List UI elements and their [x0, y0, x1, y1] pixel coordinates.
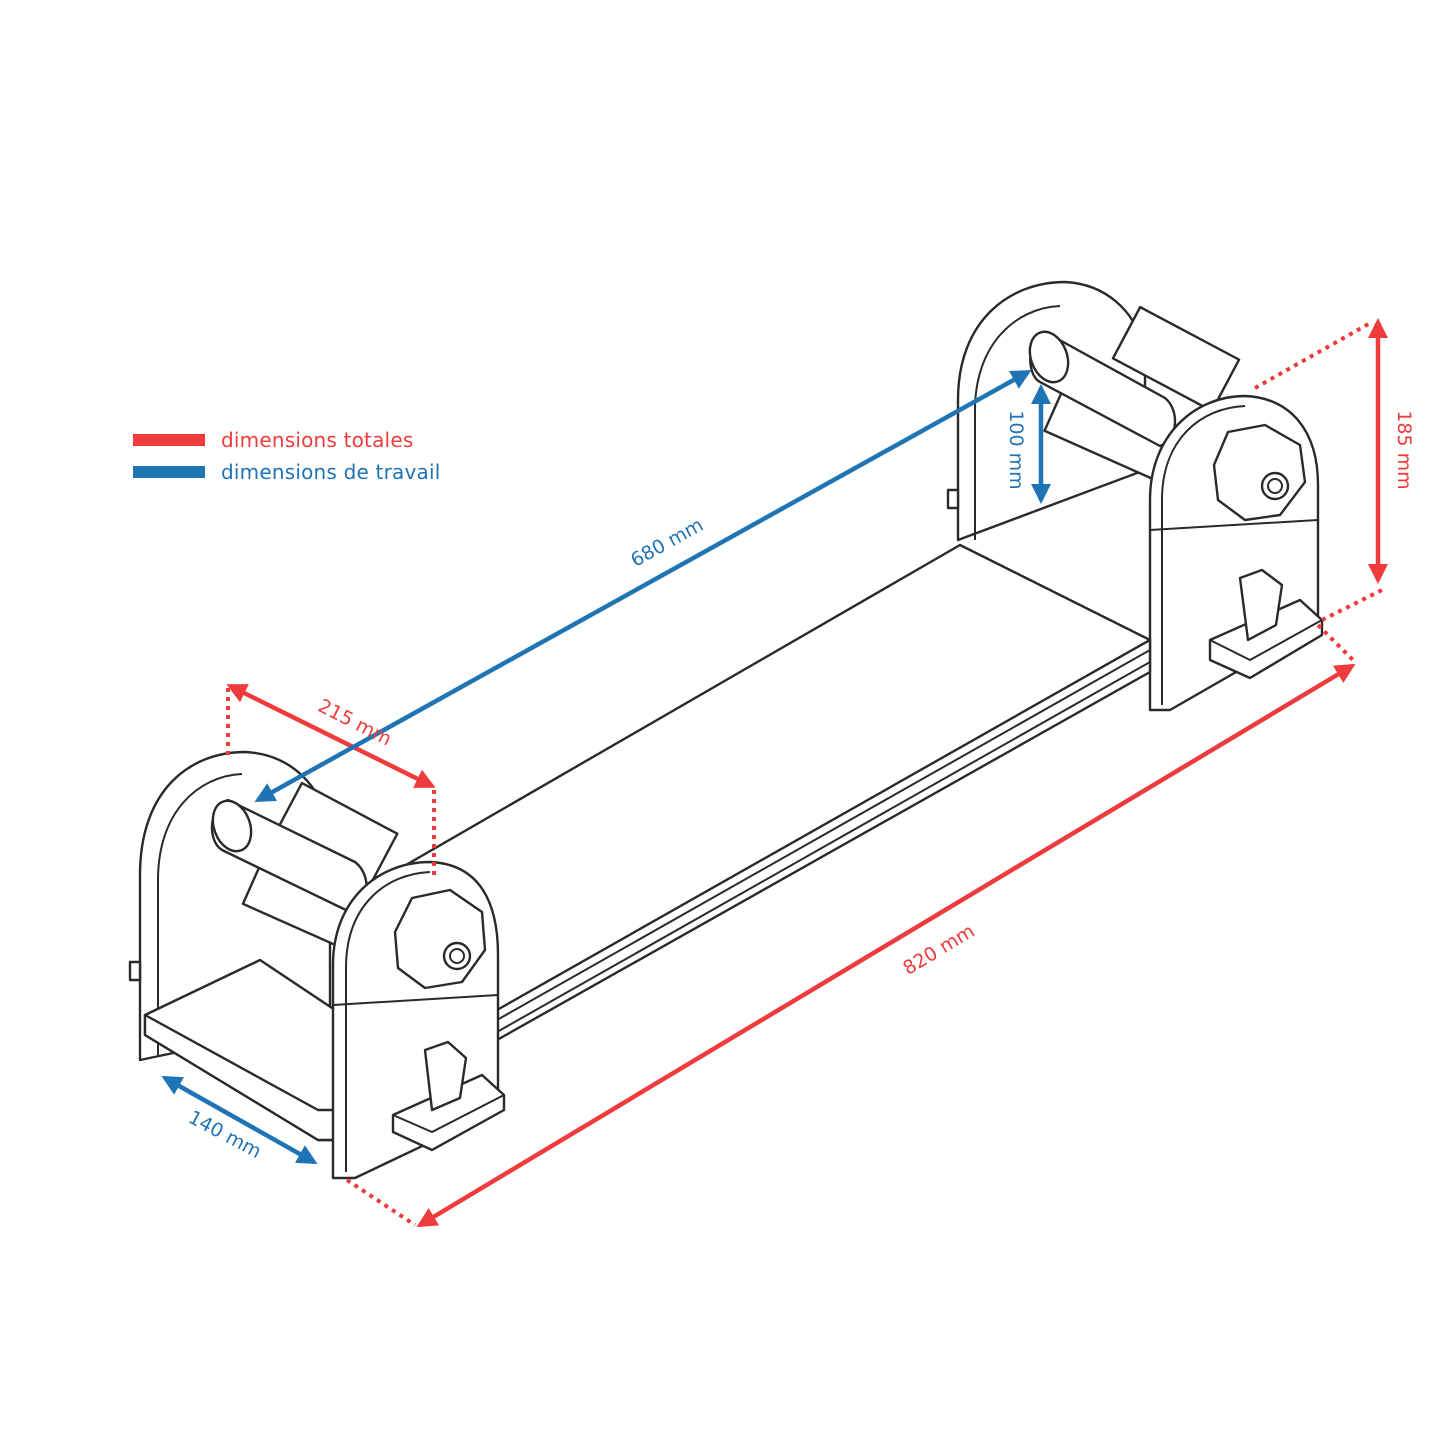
far-wedge	[1238, 568, 1284, 642]
legend-swatch-working	[133, 466, 205, 478]
near-roller-end	[211, 799, 253, 853]
dim-185-extension-bottom	[1321, 588, 1383, 622]
dim-label-215: 215 mm	[314, 695, 395, 751]
dim-label-680: 680 mm	[627, 514, 707, 572]
far-clamp-bar-upper	[1111, 305, 1241, 413]
far-roller-end	[1028, 330, 1070, 384]
dim-140-arrow	[161, 1076, 318, 1164]
dimension-lines-working	[161, 370, 1052, 1164]
near-end-assembly	[128, 750, 506, 1180]
dim-820-extension-near	[345, 1178, 417, 1227]
far-bolt	[1260, 471, 1290, 501]
dim-label-185: 185 mm	[1393, 410, 1415, 489]
near-tab-small	[128, 960, 142, 982]
far-tab-small	[946, 488, 960, 510]
far-foot	[1208, 598, 1324, 680]
near-bolt	[442, 941, 472, 971]
dim-820-extension-far	[1316, 623, 1357, 664]
dim-label-100: 100 mm	[1005, 410, 1027, 489]
dim-820-arrow	[416, 663, 1356, 1228]
dim-label-140: 140 mm	[185, 1106, 265, 1163]
dim-185-extension-top	[1254, 320, 1373, 390]
far-end-assembly	[946, 280, 1324, 712]
dim-680-arrow	[254, 370, 1032, 802]
legend-swatch-total	[133, 434, 205, 446]
